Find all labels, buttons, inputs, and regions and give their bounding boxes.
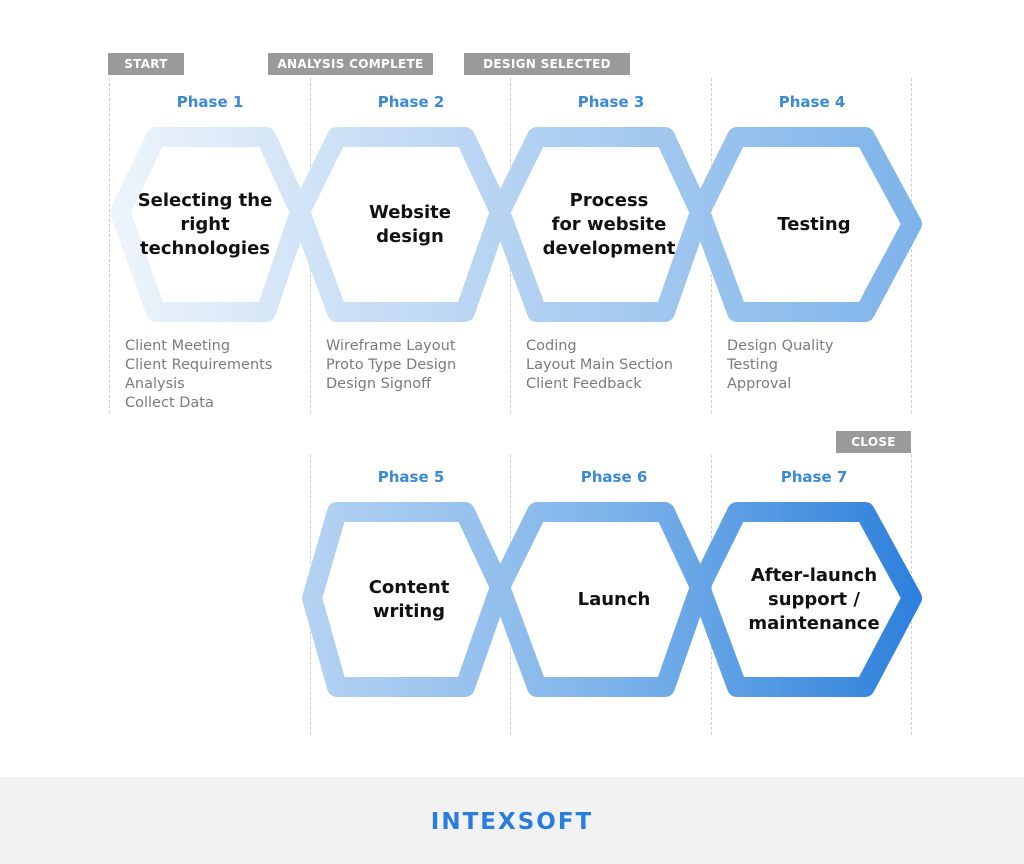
phase-task-list: Coding Layout Main Section Client Feedba… — [526, 337, 673, 394]
task-item: Layout Main Section — [526, 357, 673, 373]
phase-label: Phase 5 — [377, 468, 445, 486]
footer-bar — [0, 777, 1024, 864]
phase-label: Phase 7 — [780, 468, 848, 486]
phase-title: Launch — [577, 589, 651, 610]
ribbon-row-2 — [302, 502, 922, 697]
task-item: Design Quality — [727, 338, 834, 354]
task-item: Analysis — [125, 376, 185, 392]
task-item: Client Requirements — [125, 357, 273, 373]
phase-label: Phase 1 — [176, 93, 244, 111]
milestone-start: START — [108, 53, 184, 75]
task-item: Wireframe Layout — [326, 338, 456, 354]
task-item: Collect Data — [125, 395, 214, 411]
phase-task-list: Client Meeting Client Requirements Analy… — [125, 337, 272, 413]
milestone-analysis-complete: ANALYSIS COMPLETE — [268, 53, 433, 75]
ribbon-row-1 — [110, 127, 922, 322]
phase-label: Phase 3 — [577, 93, 645, 111]
task-item: Proto Type Design — [326, 357, 457, 373]
milestone-close: CLOSE — [836, 431, 911, 453]
column-divider — [109, 78, 110, 413]
task-item: Coding — [526, 338, 577, 354]
phase-label: Phase 2 — [377, 93, 445, 111]
phase-label: Phase 4 — [778, 93, 846, 111]
task-item: Approval — [727, 376, 792, 392]
phase-title: Testing — [777, 214, 851, 235]
task-item: Client Meeting — [125, 338, 231, 354]
phase-label: Phase 6 — [580, 468, 648, 486]
task-item: Client Feedback — [526, 376, 642, 392]
company-logo: INTEXSOFT — [430, 809, 594, 835]
task-item: Design Signoff — [326, 376, 432, 392]
milestone-design-selected: DESIGN SELECTED — [464, 53, 630, 75]
phase-task-list: Design Quality Testing Approval — [727, 337, 833, 394]
phase-task-list: Wireframe Layout Proto Type Design Desig… — [326, 337, 456, 394]
task-item: Testing — [727, 357, 778, 373]
